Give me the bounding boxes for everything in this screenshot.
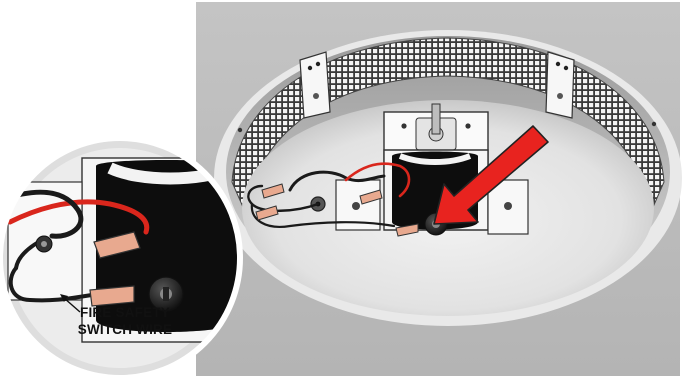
motor-shaft (431, 103, 441, 135)
fire-safety-switch-wire-label: FIRE SAFETY SWITCH WIRE (40, 304, 210, 338)
rim-screw (237, 127, 243, 133)
heater-housing (196, 2, 682, 376)
mesh-bracket-left (299, 51, 331, 119)
label-line-2: SWITCH WIRE (77, 322, 173, 337)
mesh-bracket-right (545, 51, 575, 119)
rim-screw (651, 121, 657, 127)
callout-pointer-line (63, 297, 81, 313)
switch-bracket-right (487, 179, 529, 235)
main-wiring (247, 162, 411, 228)
zoom-callout (0, 135, 243, 379)
red-arrow-icon (433, 125, 549, 225)
zoom-black-wire (0, 189, 84, 239)
zoom-reset-knob-icon (148, 276, 184, 312)
fire-safety-switch-wire (8, 266, 102, 303)
main-terminals (255, 183, 419, 237)
label-line-1: FIRE SAFETY (80, 305, 170, 320)
zoom-red-wire (7, 199, 150, 235)
zoom-terminals (89, 231, 141, 307)
